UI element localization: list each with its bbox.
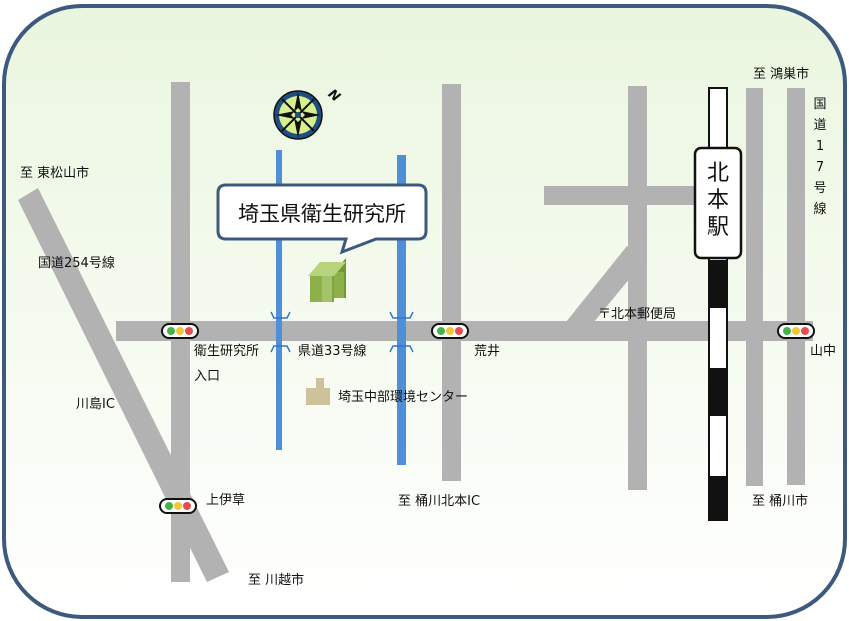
label-to-kawagoe: 至 川越市 xyxy=(248,572,304,588)
route17-char: 7 xyxy=(816,160,824,175)
label-to-higashimatsuyama: 至 東松山市 xyxy=(20,165,89,181)
station-char-1: 北 xyxy=(707,161,729,186)
institute-name: 埼玉県衛生研究所 xyxy=(238,202,406,226)
road-route254 xyxy=(18,188,229,582)
station-char-3: 駅 xyxy=(707,215,729,240)
road-post-office-diagonal xyxy=(566,246,645,334)
institute-callout: 埼玉県衛生研究所 xyxy=(216,183,428,255)
roads xyxy=(18,82,813,582)
river-east xyxy=(397,155,406,465)
label-to-kounosu: 至 鴻巣市 xyxy=(753,66,809,82)
route17-char: 国 xyxy=(813,97,826,112)
map-labels: 至 鴻巣市 至 東松山市 国道254号線 〒北本郵便局 衛生研究所 入口 県道3… xyxy=(20,66,836,588)
traffic-light-icon xyxy=(431,323,469,339)
route17-char: 線 xyxy=(813,201,826,217)
traffic-light-icon xyxy=(161,323,199,339)
label-env-center: 埼玉中部環境センター xyxy=(338,390,468,405)
building-icon xyxy=(308,258,346,302)
label-pref-road33: 県道33号線 xyxy=(298,343,367,359)
label-eisei-entrance-1: 衛生研究所 xyxy=(194,344,259,359)
traffic-lights xyxy=(159,323,815,514)
station-char-2: 本 xyxy=(707,188,729,213)
road-northeast-branch xyxy=(544,186,710,205)
compass-icon: N xyxy=(273,87,343,140)
label-route254: 国道254号線 xyxy=(38,255,115,271)
river-west xyxy=(276,150,282,450)
label-yamanaka: 山中 xyxy=(810,344,836,359)
route17-char: 道 xyxy=(813,118,826,133)
label-kamiigusa: 上伊草 xyxy=(206,493,245,508)
road-route17-west xyxy=(746,88,763,486)
railway-dash xyxy=(710,260,726,308)
route17-char: 1 xyxy=(816,139,824,154)
label-post-office: 〒北本郵便局 xyxy=(598,307,676,322)
rivers xyxy=(270,150,414,465)
label-to-okegawa: 至 桶川市 xyxy=(752,493,808,509)
road-route17-east xyxy=(787,88,805,485)
bridge-marks xyxy=(270,311,414,353)
label-to-okegawa-kitamoto-ic: 至 桶川北本IC xyxy=(398,494,480,509)
station-box xyxy=(693,146,743,260)
kitamoto-station: 北 本 駅 xyxy=(693,146,743,260)
route17-char: 号 xyxy=(813,181,826,196)
label-kawajima-ic: 川島IC xyxy=(76,397,115,412)
label-eisei-entrance-2: 入口 xyxy=(194,369,220,384)
factory-icon xyxy=(306,378,330,405)
label-arai: 荒井 xyxy=(474,344,500,359)
label-route17: 国 道 1 7 号 線 xyxy=(813,97,826,217)
traffic-light-icon xyxy=(159,498,197,514)
traffic-light-icon xyxy=(777,323,815,339)
road-post-office-vertical xyxy=(628,86,647,490)
railway-dash xyxy=(710,476,726,520)
road-kitamoto-ic-vertical xyxy=(442,84,461,481)
railway-dash xyxy=(710,368,726,416)
